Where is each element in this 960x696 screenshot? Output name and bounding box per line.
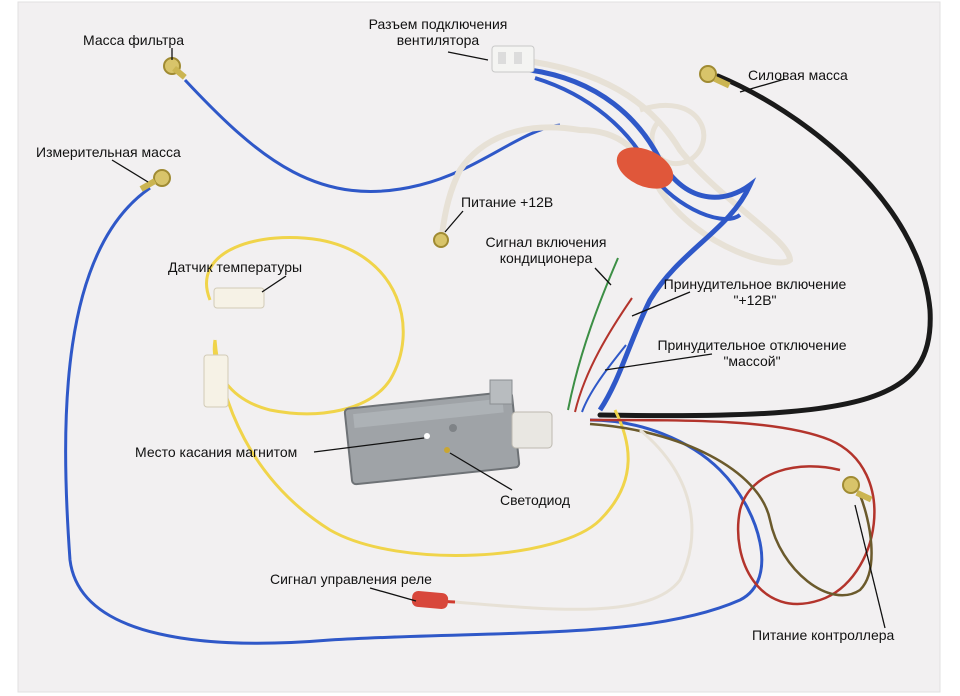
label-forced-on: Принудительное включение "+12В" (650, 276, 860, 308)
leader-forced-off (604, 353, 713, 371)
label-ac-signal-line2: кондиционера (499, 250, 593, 266)
blue-thin-wire (581, 344, 627, 413)
label-fan-connector-line1: Разъем подключения (368, 16, 508, 32)
relay-connector (411, 590, 449, 610)
photo-background (17, 1, 941, 693)
blue-wire-measuring (64, 186, 764, 645)
label-measuring-ground: Измерительная масса (36, 144, 181, 160)
label-led: Светодиод (500, 492, 571, 508)
leader-power-ground (739, 78, 786, 93)
label-fan-connector-line2: вентилятора (396, 32, 480, 48)
label-forced-off-line1: Принудительное отключение (657, 337, 847, 353)
screw-icon (449, 424, 457, 432)
leader-led (449, 452, 513, 491)
label-ac-signal: Сигнал включения кондиционера (476, 234, 616, 266)
brown-wire-controller (589, 422, 873, 597)
leader-fan-connector (447, 51, 489, 61)
label-relay-signal: Сигнал управления реле (270, 571, 432, 587)
red-wire (574, 297, 633, 413)
yellow-wire-sensor-2 (213, 339, 630, 557)
cable-gland (511, 411, 553, 449)
sensor-connector (203, 354, 229, 408)
ring-terminal-power (699, 65, 731, 89)
magnet-spot (424, 433, 430, 439)
ring-terminal-filter (163, 57, 187, 80)
orange-sleeve (616, 147, 674, 189)
leader-controller-power (854, 504, 886, 629)
label-magnet-spot: Место касания магнитом (135, 444, 298, 460)
label-forced-on-line2: "+12В" (733, 292, 777, 308)
label-ac-signal-line1: Сигнал включения (485, 234, 607, 250)
ring-terminal-controller (842, 476, 873, 503)
label-power-12v: Питание +12В (461, 194, 554, 210)
leader-measuring-ground (111, 159, 149, 183)
ring-terminal-12v (433, 232, 449, 248)
label-forced-off-line2: "массой" (723, 353, 781, 369)
label-temp-sensor: Датчик температуры (168, 259, 303, 275)
black-wire (597, 73, 933, 419)
leader-forced-on (631, 291, 691, 317)
led-icon (444, 447, 450, 453)
white-wire-relay (454, 428, 694, 611)
white-wire-fan (439, 57, 794, 266)
temp-sensor (213, 287, 265, 309)
label-forced-off: Принудительное отключение "массой" (644, 337, 860, 369)
leader-ac-signal (594, 267, 612, 286)
red-wire-controller (589, 418, 876, 606)
green-wire (567, 257, 619, 411)
blue-wire-filter (183, 78, 561, 193)
label-filter-ground: Масса фильтра (83, 32, 184, 48)
leader-12v (444, 210, 464, 233)
leader-relay (369, 587, 417, 602)
module-bracket (489, 379, 513, 405)
ring-terminal-measuring (139, 169, 171, 192)
label-forced-on-line1: Принудительное включение (663, 276, 847, 292)
blue-wire-fan (529, 67, 757, 412)
leader-temp-sensor (261, 275, 287, 293)
leader-magnet (313, 437, 425, 453)
label-fan-connector: Разъем подключения вентилятора (358, 16, 518, 48)
label-power-ground: Силовая масса (748, 67, 848, 83)
label-controller-power: Питание контроллера (752, 627, 895, 643)
yellow-wire-sensor (205, 236, 405, 416)
